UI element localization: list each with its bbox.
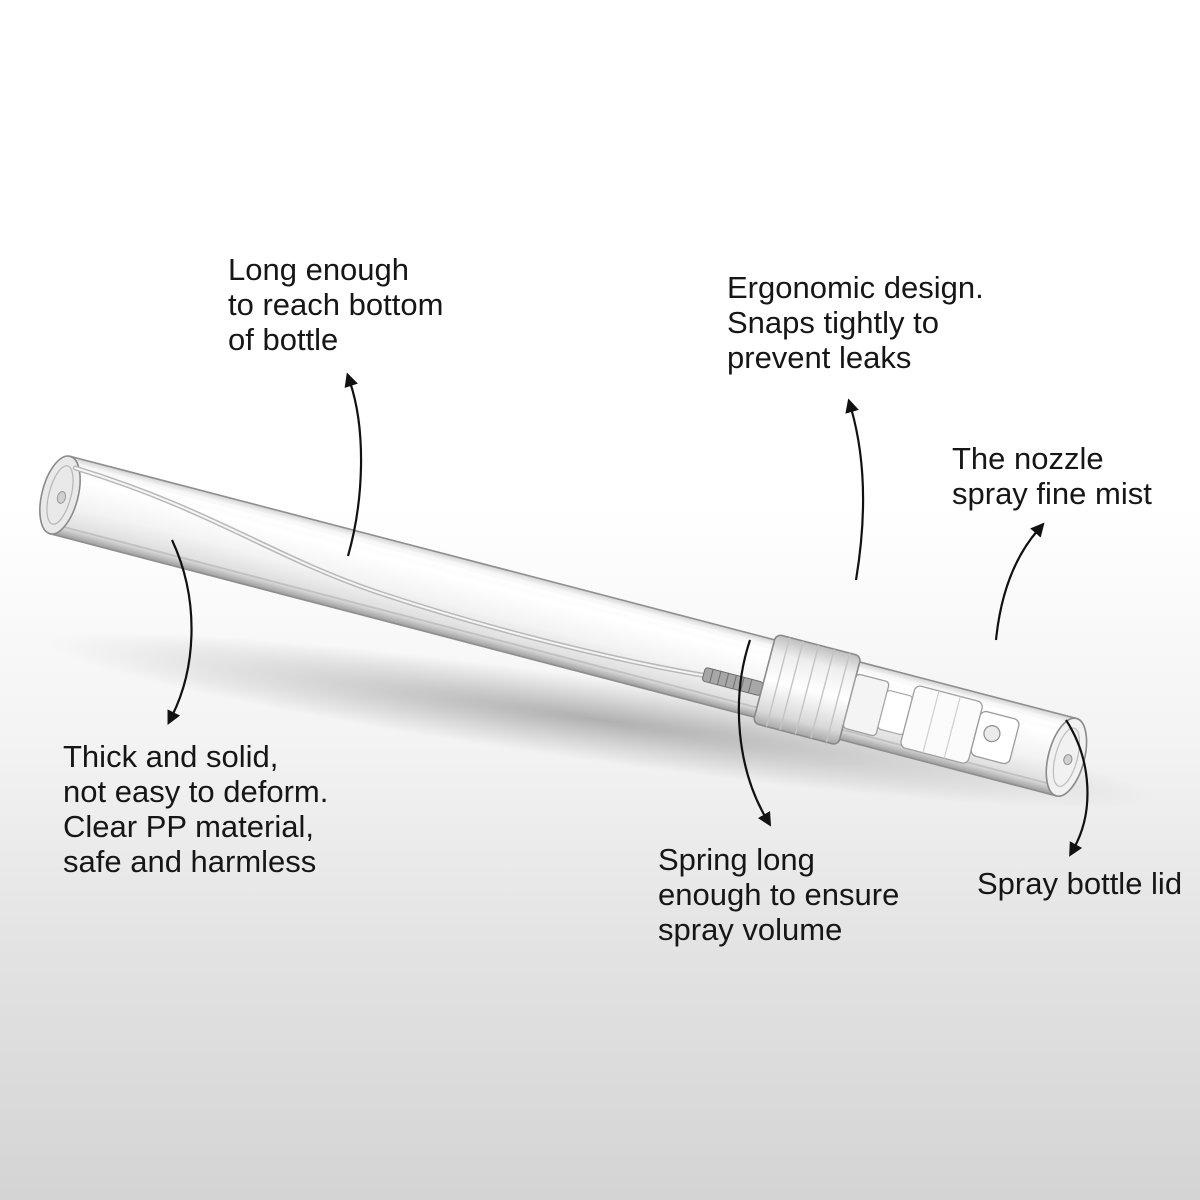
- callout-line: safe and harmless: [63, 844, 317, 879]
- arrow-dip-tube: [344, 372, 363, 557]
- pump-collar: [753, 634, 861, 745]
- callout-line: enough to ensure: [658, 877, 900, 912]
- callout-line: The nozzle: [952, 441, 1104, 476]
- callout-line: Clear PP material,: [63, 809, 314, 844]
- callout-line: spray volume: [658, 912, 843, 947]
- callout-line: prevent leaks: [727, 340, 912, 375]
- callout-line: spray fine mist: [952, 476, 1152, 511]
- callout-ergonomic-design: Ergonomic design. Snaps tightly to preve…: [727, 270, 984, 375]
- callout-line: Long enough: [228, 252, 410, 287]
- callout-bottle-body: Thick and solid, not easy to deform. Cle…: [63, 739, 328, 879]
- arrow-ergonomic: [845, 398, 865, 581]
- callout-dip-tube: Long enough to reach bottom of bottle: [228, 252, 443, 357]
- callout-line: Ergonomic design.: [727, 270, 984, 305]
- arrow-nozzle: [994, 522, 1045, 641]
- bottle-shadow: [45, 631, 1155, 809]
- callout-spray-bottle-lid: Spray bottle lid: [977, 866, 1182, 901]
- callout-spring: Spring long enough to ensure spray volum…: [658, 842, 899, 947]
- spring-connector: [702, 667, 764, 696]
- callout-line: not easy to deform.: [63, 774, 329, 809]
- arrow-body: [167, 539, 193, 725]
- callout-line: Thick and solid,: [63, 739, 279, 774]
- callout-line: Spray bottle lid: [977, 866, 1183, 901]
- arrow-lid: [1065, 719, 1089, 857]
- spray-bottle: [39, 455, 1088, 797]
- callout-nozzle: The nozzle spray fine mist: [952, 441, 1152, 511]
- callout-line: of bottle: [228, 322, 339, 357]
- callout-line: to reach bottom: [228, 287, 444, 322]
- arrow-spring: [737, 639, 772, 827]
- callout-line: Spring long: [658, 842, 815, 877]
- nozzle: [970, 710, 1020, 765]
- callout-line: Snaps tightly to: [727, 305, 939, 340]
